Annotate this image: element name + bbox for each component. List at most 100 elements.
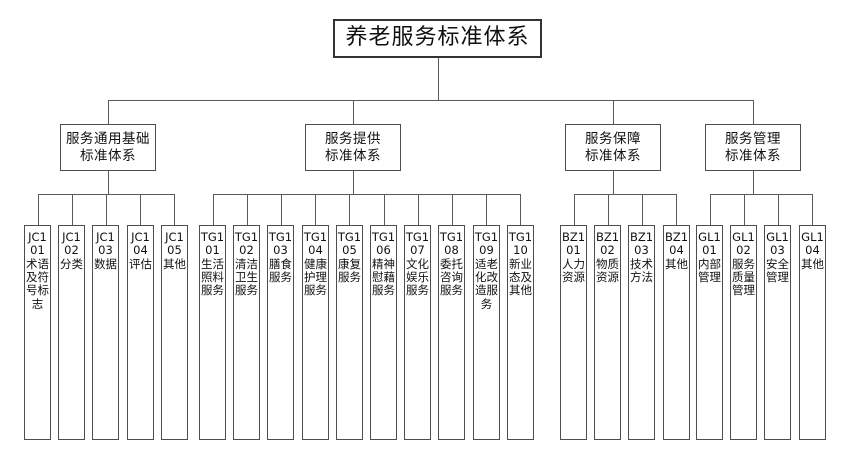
leaf-drop-line-jc104	[140, 194, 141, 225]
leaf-node-name: 清洁卫生服务	[235, 256, 258, 298]
leaf-drop-line-gl102	[744, 194, 745, 225]
leaf-node-name: 技术方法	[630, 256, 653, 284]
leaf-node-code: BZ102	[595, 230, 620, 258]
leaf-node-code: TG106	[371, 230, 396, 258]
branch-node-label-line2: 标准体系	[725, 147, 781, 164]
leaf-node-name: 膳食服务	[269, 256, 292, 284]
leaf-node-name: 其他	[665, 256, 688, 271]
leaf-node-name: 人力资源	[562, 256, 585, 284]
branch-node-label-line1: 服务管理	[725, 131, 781, 148]
branch-node-label-line1: 服务保障	[585, 131, 641, 148]
leaf-drop-line-gl101	[710, 194, 711, 225]
leaf-node-code: GL101	[698, 230, 721, 258]
branch-drop-line-bz	[613, 100, 614, 124]
branch-drop-line-gl	[753, 100, 754, 124]
leaf-drop-line-tg107	[418, 194, 419, 225]
leaf-drop-line-tg106	[384, 194, 385, 225]
leaf-drop-line-tg108	[452, 194, 453, 225]
leaf-node-code: JC103	[96, 230, 115, 258]
branch-node-box-tg: 服务提供标准体系	[305, 124, 401, 171]
leaf-node-code: BZ104	[664, 230, 689, 258]
leaf-bus-line-tg	[213, 194, 521, 195]
leaf-bus-line-gl	[710, 194, 813, 195]
leaf-drop-line-bz103	[642, 194, 643, 225]
leaf-node-name: 新业态及其他	[509, 256, 532, 298]
leaf-drop-line-jc103	[106, 194, 107, 225]
leaf-node-name: 康复服务	[338, 256, 361, 284]
branch-stem-line-bz	[613, 171, 614, 194]
leaf-node-name: 评估	[129, 256, 152, 271]
leaf-drop-line-jc105	[174, 194, 175, 225]
leaf-drop-line-jc101	[38, 194, 39, 225]
leaf-node-name: 健康护理服务	[304, 256, 327, 298]
level2-bus-line	[108, 100, 753, 101]
leaf-node-code: GL104	[801, 230, 824, 258]
leaf-node-name: 服务质量管理	[732, 256, 755, 298]
branch-stem-line-tg	[353, 171, 354, 194]
leaf-drop-line-bz101	[574, 194, 575, 225]
branch-drop-line-jc	[108, 100, 109, 124]
leaf-node-name: 委托咨询服务	[440, 256, 463, 298]
leaf-node-name: 分类	[60, 256, 83, 271]
leaf-drop-line-tg110	[520, 194, 521, 225]
branch-node-label-bz: 服务保障标准体系	[585, 131, 641, 164]
branch-node-box-bz: 服务保障标准体系	[565, 124, 661, 171]
leaf-node-code: BZ103	[629, 230, 654, 258]
leaf-drop-line-tg104	[315, 194, 316, 225]
leaf-drop-line-tg101	[213, 194, 214, 225]
branch-node-box-jc: 服务通用基础标准体系	[60, 124, 156, 171]
leaf-node-name: 其他	[163, 256, 186, 271]
leaf-node-code: BZ101	[561, 230, 586, 258]
leaf-node-name: 适老化改造服务	[475, 256, 498, 311]
branch-drop-line-tg	[353, 100, 354, 124]
leaf-drop-line-jc102	[72, 194, 73, 225]
leaf-node-name: 精神慰藉服务	[372, 256, 395, 298]
branch-node-label-line1: 服务提供	[325, 131, 381, 148]
leaf-bus-line-bz	[574, 194, 677, 195]
leaf-node-name: 内部管理	[698, 256, 721, 284]
leaf-node-code: JC105	[165, 230, 184, 258]
leaf-node-name: 术语及符号标志	[26, 256, 49, 311]
leaf-drop-line-tg105	[349, 194, 350, 225]
leaf-drop-line-tg109	[486, 194, 487, 225]
leaf-node-name: 文化娱乐服务	[406, 256, 429, 298]
branch-stem-line-jc	[108, 171, 109, 194]
branch-node-label-jc: 服务通用基础标准体系	[66, 131, 150, 164]
leaf-drop-line-tg103	[281, 194, 282, 225]
root-stem-line	[438, 58, 439, 100]
